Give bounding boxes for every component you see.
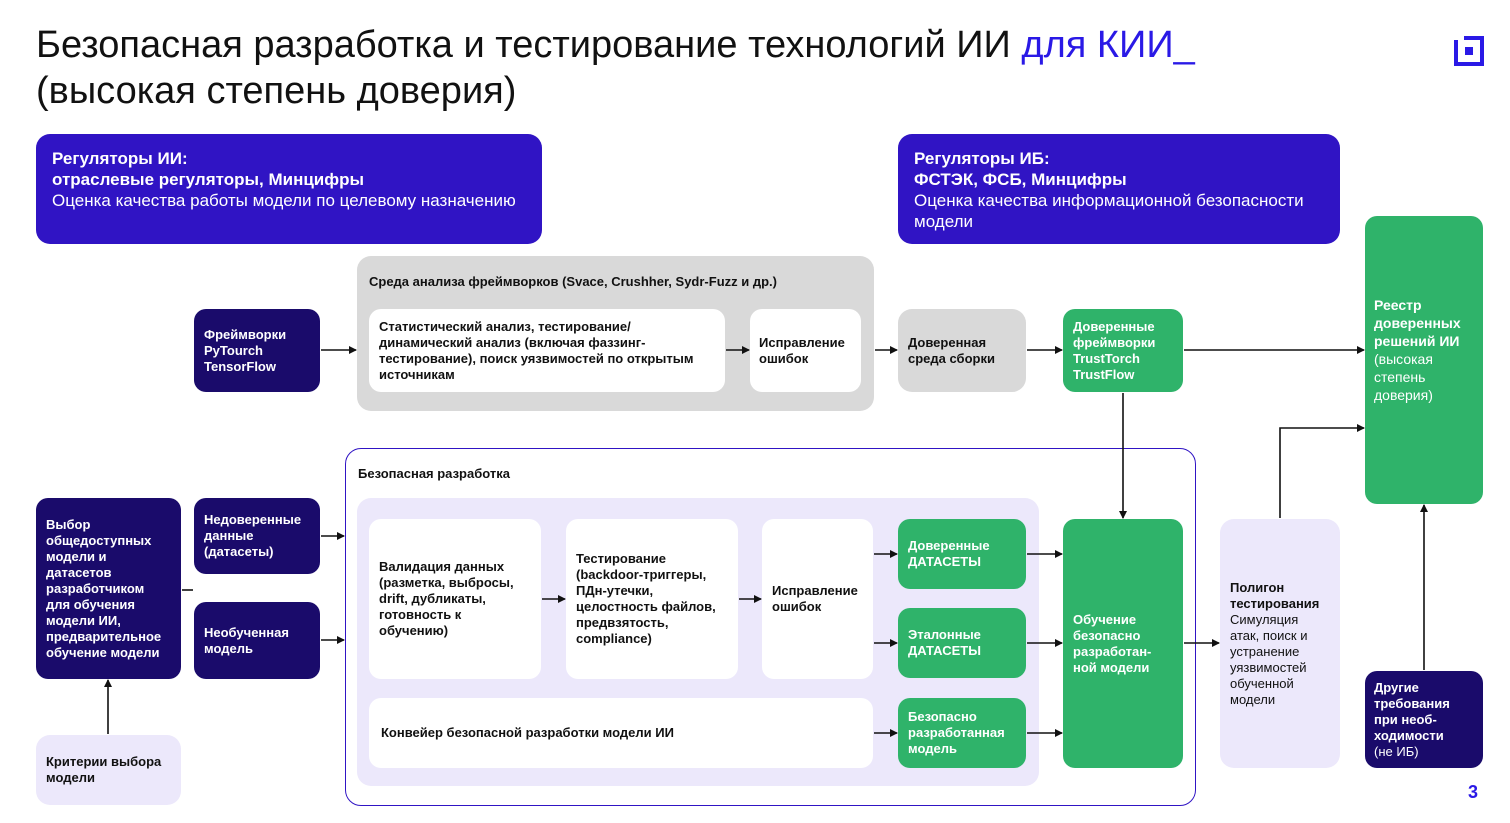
secure-dev-frame: Безопасная разработка — [345, 448, 1196, 806]
other-requirements-box: Другие требования при необ-ходимости (не… — [1365, 671, 1483, 768]
regulators-ib-list: ФСТЭК, ФСБ, Минцифры — [914, 170, 1127, 189]
trusted-build-env-box: Доверенная среда сборки — [898, 309, 1026, 392]
framework-env-label: Среда анализа фреймворков (Svace, Crushh… — [369, 274, 777, 289]
selection-criteria-box: Критерии выбора модели — [36, 735, 181, 805]
test-polygon-box: Полигон тестирования Симуляция атак, пои… — [1220, 519, 1340, 768]
secure-model-box: Безопасно разработанная модель — [898, 698, 1026, 768]
other-requirements-title: Другие требования при необ-ходимости — [1374, 679, 1450, 743]
frameworks-box: Фреймворки PyTourch TensorFlow — [194, 309, 320, 392]
regulators-ib-title: Регуляторы ИБ: — [914, 149, 1050, 168]
pipeline-box: Конвейер безопасной разработки модели ИИ — [369, 698, 873, 768]
trusted-datasets-box: Доверенные ДАТАСЕТЫ — [898, 519, 1026, 589]
regulators-ai-title: Регуляторы ИИ: — [52, 149, 188, 168]
title-main: Безопасная разработка и тестирование тех… — [36, 24, 1022, 66]
registry-note: (высокая степень доверия) — [1374, 351, 1433, 403]
secure-dev-label: Безопасная разработка — [358, 466, 510, 481]
model-selection-box: Выбор общедоступных модели и датасетов р… — [36, 498, 181, 679]
arrow-icon — [1279, 424, 1365, 518]
data-validation-box: Валидация данных (разметка, выбросы, dri… — [369, 519, 541, 679]
registry-title: Реестр доверенных решений ИИ — [1374, 297, 1461, 349]
training-box: Обучение безопасно разработан-ной модели — [1063, 519, 1183, 768]
registry-box: Реестр доверенных решений ИИ (высокая ст… — [1365, 216, 1483, 504]
testing-box: Тестирование (backdoor-триггеры, ПДн-уте… — [566, 519, 738, 679]
reference-datasets-box: Эталонные ДАТАСЕТЫ — [898, 608, 1026, 678]
regulators-ai-list: отраслевые регуляторы, Минцифры — [52, 170, 365, 189]
page-title: Безопасная разработка и тестирование тех… — [36, 22, 1195, 68]
regulators-ai-box: Регуляторы ИИ: отраслевые регуляторы, Ми… — [36, 134, 542, 244]
logo-icon — [1454, 36, 1484, 66]
untrusted-data-box: Недоверенные данные (датасеты) — [194, 498, 320, 574]
title-accent: для КИИ_ — [1021, 24, 1195, 66]
regulators-ib-desc: Оценка качества информационной безопасно… — [914, 191, 1304, 231]
page-number: 3 — [1468, 782, 1479, 802]
test-polygon-title: Полигон тестирования — [1230, 579, 1320, 611]
other-requirements-note: (не ИБ) — [1374, 743, 1419, 759]
static-analysis-box: Статистический анализ, тестирование/дина… — [369, 309, 725, 392]
framework-fix-box: Исправление ошибок — [750, 309, 861, 392]
page-subtitle: (высокая степень доверия) — [36, 70, 517, 112]
dev-fix-box: Исправление ошибок — [762, 519, 873, 679]
regulators-ib-box: Регуляторы ИБ: ФСТЭК, ФСБ, Минцифры Оцен… — [898, 134, 1340, 244]
untrained-model-box: Необученная модель — [194, 602, 320, 679]
regulators-ai-desc: Оценка качества работы модели по целевом… — [52, 191, 516, 210]
trusted-frameworks-box: Доверенные фреймворки TrustTorch TrustFl… — [1063, 309, 1183, 392]
test-polygon-desc: Симуляция атак, поиск и устранение уязви… — [1230, 611, 1308, 707]
